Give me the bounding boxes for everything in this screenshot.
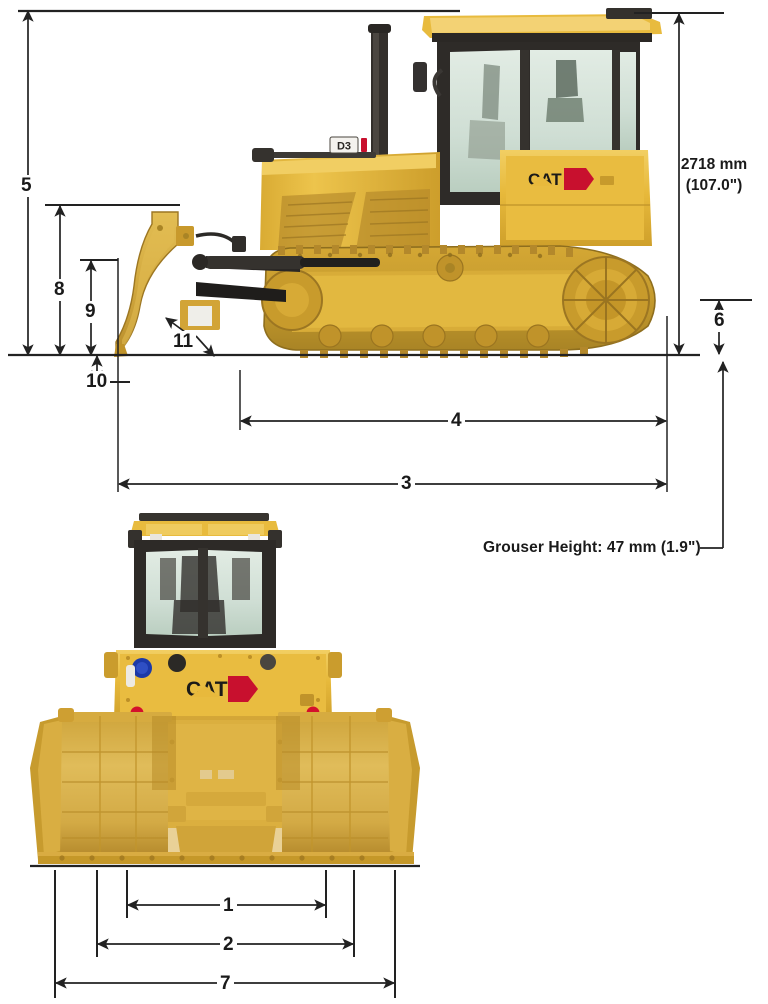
callout-5: 5 [18,175,35,197]
grouser-height-label: Grouser Height: 47 mm (1.9") [483,539,701,556]
callout-11: 11 [170,331,197,353]
track-rollers [318,324,550,348]
callout-4: 4 [448,410,465,432]
front-body-panel: CAT [104,650,342,720]
callout-7: 7 [217,973,234,995]
height-spec-metric: 2718 mm [680,156,748,173]
engine-hood: D3 [252,136,440,250]
callout-2: 2 [220,934,237,956]
callout-6: 6 [711,310,728,332]
front-view-machine: CAT [30,513,420,864]
side-view-machine: D3 CAT [114,8,662,358]
callout-10: 10 [83,371,111,393]
dozer-blade-front [30,708,420,864]
exhaust-stack [368,24,391,167]
front-cab [134,540,276,648]
dozer-blade-side [114,211,380,357]
tilt-cylinder [192,254,380,270]
track-undercarriage [261,245,656,358]
callout-9: 9 [82,301,99,323]
callout-8: 8 [51,279,68,301]
drive-sprocket [562,256,650,344]
svg-text:D3: D3 [337,141,351,153]
callout-1: 1 [220,895,237,917]
rear-body-cat-badge: CAT [500,150,652,246]
callout-3: 3 [398,473,415,495]
height-spec-imperial: (107.0") [685,177,743,194]
